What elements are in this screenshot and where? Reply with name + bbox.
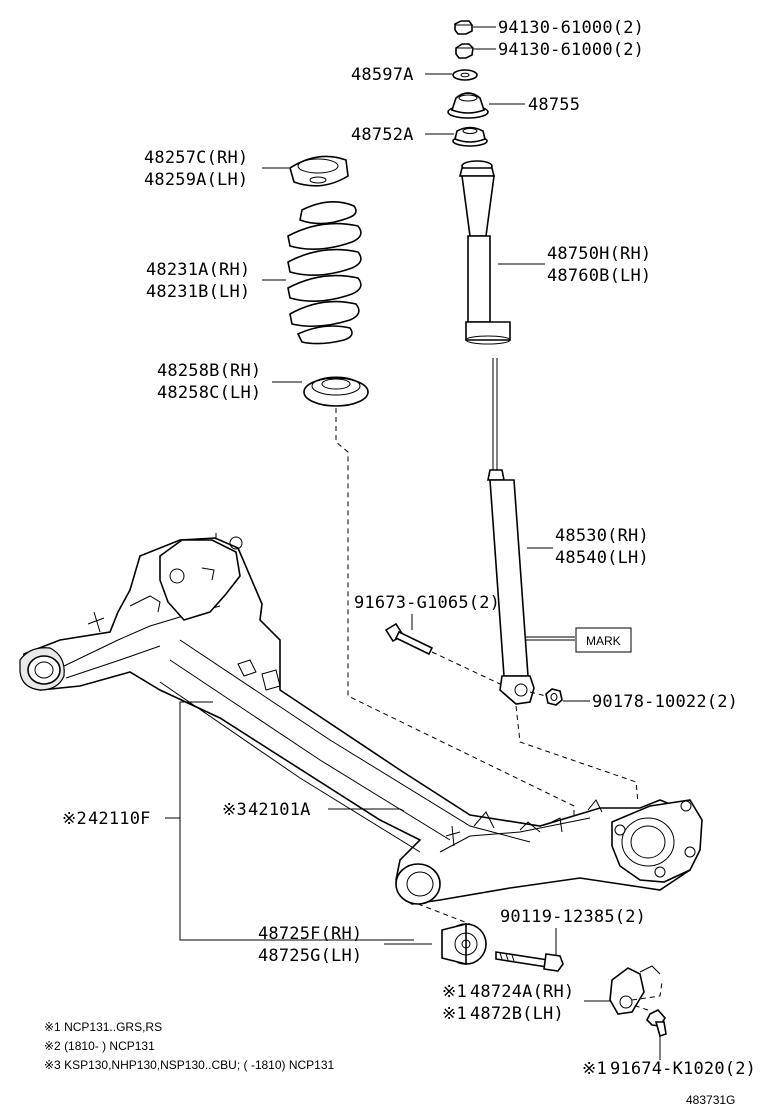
upper-seat-rh-label: 48257C(RH) [144,148,248,168]
note-3: ※3 KSP130,NHP130,NSP130..CBU; ( -1810) N… [44,1058,335,1072]
note-2: ※2 (1810- ) NCP131 [44,1039,155,1053]
bump-stopper-part[interactable] [458,160,511,345]
bushing-bolt-label: 90119-12385(2) [500,907,646,927]
bearing-label: 48752A [351,125,414,145]
nut-upper-label: 94130-61000(2) [498,18,644,38]
nut-upper-part[interactable] [454,20,473,35]
small-bracket-part[interactable] [609,965,663,1015]
lower-seat-lh-label: 48258C(LH) [157,383,261,403]
axle-label: 42101A [248,800,311,820]
beam-prefix: ※2 [62,809,87,829]
support-part[interactable] [447,92,489,119]
bushing-rh-label: 48725F(RH) [258,924,362,944]
absorber-rh-label: 48530(RH) [555,526,649,546]
support-label: 48755 [528,95,580,115]
bushing-bolt-part[interactable] [495,951,564,972]
upper-seat-lh-label: 48259A(LH) [144,170,248,190]
bumper-rh-label: 48750H(RH) [547,244,651,264]
absorber-bolt-label: 91673-G1065(2) [354,593,500,613]
upper-spring-seat-part[interactable] [289,155,349,187]
absorber-nut-part[interactable] [545,688,563,706]
nut-lower-label: 94130-61000(2) [498,40,644,60]
washer-part[interactable] [452,69,478,81]
bumper-lh-label: 48760B(LH) [547,266,651,286]
diagram-id: 483731G [686,1093,735,1107]
absorber-nut-label: 90178-10022(2) [592,692,738,712]
bushing-part[interactable] [441,922,487,966]
shock-absorber-part[interactable] [487,358,535,705]
absorber-bolt-part[interactable] [384,622,434,656]
mark-label: MARK [586,634,621,648]
nut-lower-part[interactable] [455,43,474,59]
bushing-lh-label: 48725G(LH) [258,946,362,966]
coil-spring-rh-label: 48231A(RH) [146,260,250,280]
bearing-part[interactable] [452,126,488,147]
mark-box [575,627,632,653]
bracket-rh-label: 48724A(RH) [470,982,574,1002]
bracket-lh-prefix: ※1 [442,1004,467,1024]
bracket-rh-prefix: ※1 [442,982,467,1002]
lower-spring-seat-part[interactable] [303,376,369,407]
coil-spring-part[interactable] [287,201,362,345]
rear-axle-beam-part[interactable] [19,536,703,905]
washer-label: 48597A [351,65,414,85]
axle-prefix: ※3 [222,800,247,820]
lower-seat-rh-label: 48258B(RH) [157,361,261,381]
bracket-lh-label: 4872B(LH) [470,1004,564,1024]
absorber-lh-label: 48540(LH) [555,548,649,568]
bracket-bolt-label: 91674-K1020(2) [610,1059,756,1079]
note-1: ※1 NCP131..GRS,RS [44,1020,162,1034]
coil-spring-lh-label: 48231B(LH) [146,282,250,302]
beam-label: 42110F [88,809,151,829]
bracket-bolt-prefix: ※1 [582,1059,607,1079]
bracket-bolt-part[interactable] [646,1009,667,1038]
